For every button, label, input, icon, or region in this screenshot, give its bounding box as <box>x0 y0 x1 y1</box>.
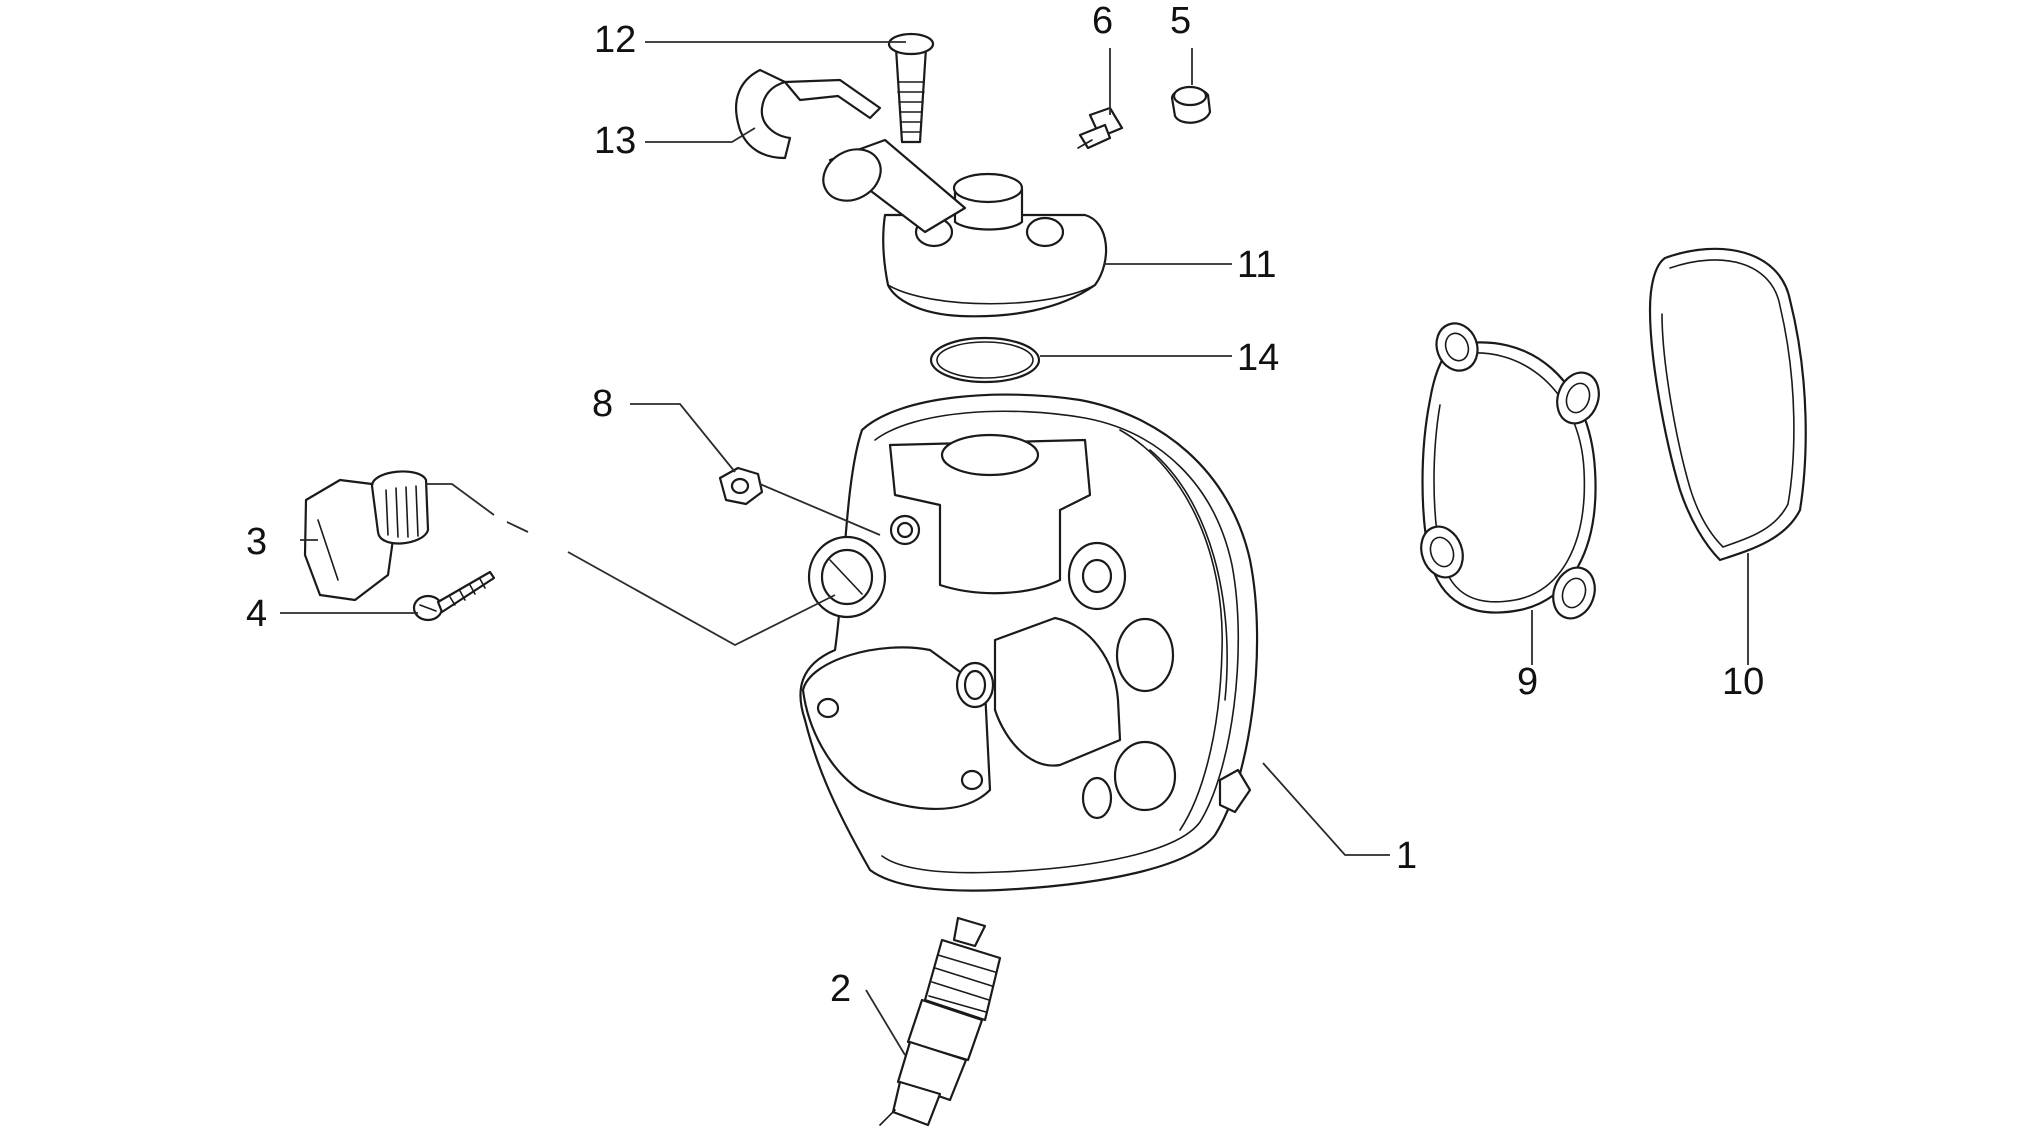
leader-2 <box>865 989 906 1056</box>
leader-3 <box>300 483 836 647</box>
callout-13: 13 <box>594 120 636 162</box>
gasket <box>1420 322 1600 620</box>
o-ring <box>929 336 1041 384</box>
spark-plug <box>879 916 1002 1127</box>
plug-bolt <box>303 470 430 602</box>
callout-6: 6 <box>1092 0 1113 42</box>
callout-12: 12 <box>594 19 636 61</box>
callout-8: 8 <box>592 383 613 425</box>
callout-11: 11 <box>1237 244 1276 286</box>
callout-3: 3 <box>246 521 267 563</box>
small-screw <box>412 570 496 622</box>
cap <box>1170 85 1212 124</box>
bleed-valve <box>1077 106 1124 150</box>
callout-5: 5 <box>1170 0 1191 42</box>
callout-9: 9 <box>1517 661 1538 703</box>
thermostat-housing <box>822 138 1108 318</box>
leader-lines <box>280 41 1749 1056</box>
callout-labels: 1 2 3 4 5 6 8 9 10 11 12 13 14 <box>246 0 1764 1010</box>
leader-1 <box>1262 762 1390 856</box>
leader-8 <box>630 403 881 536</box>
callout-4: 4 <box>246 593 267 635</box>
callout-10: 10 <box>1722 661 1764 703</box>
cylinder-head <box>799 393 1259 892</box>
callout-2: 2 <box>830 968 851 1010</box>
callout-1: 1 <box>1396 835 1417 877</box>
nut <box>718 466 764 506</box>
callout-14: 14 <box>1237 337 1279 379</box>
screw <box>887 32 935 144</box>
leader-13 <box>645 127 756 143</box>
large-gasket <box>1648 247 1807 562</box>
pipe-clamp <box>735 68 882 160</box>
